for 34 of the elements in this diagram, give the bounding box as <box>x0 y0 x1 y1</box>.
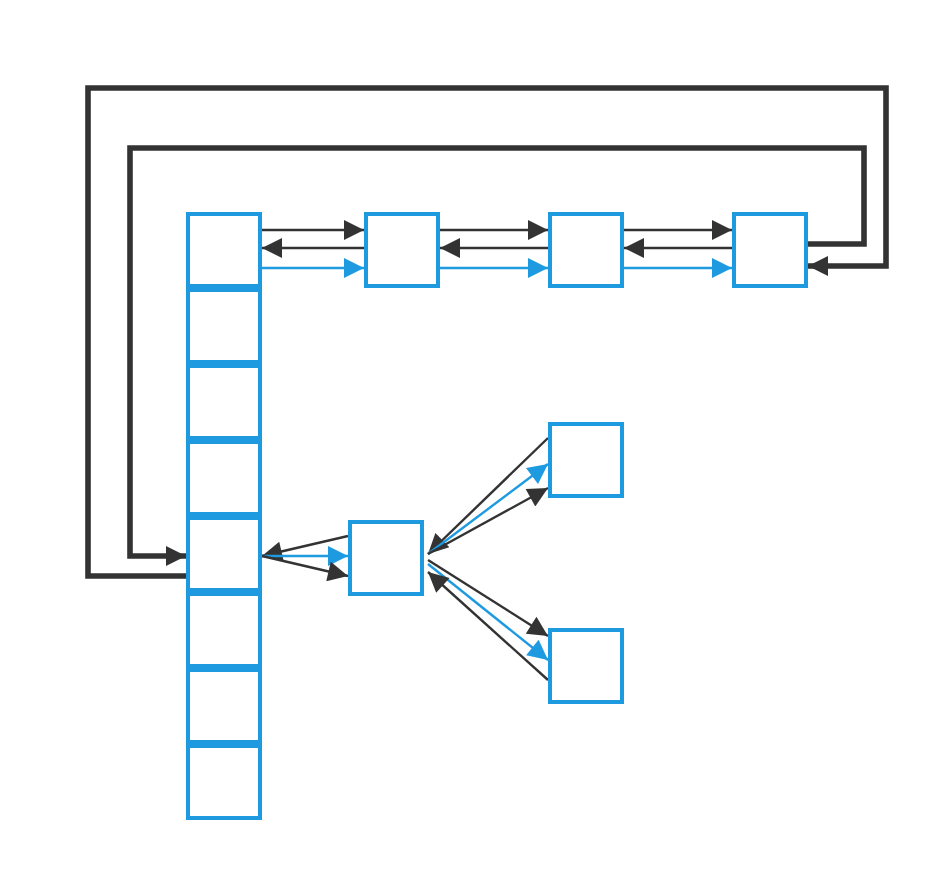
array-cell <box>548 422 624 498</box>
array-cell <box>186 440 262 516</box>
array-cell <box>364 212 440 288</box>
arrow <box>127 145 867 566</box>
arrow <box>262 258 364 278</box>
arrow <box>624 258 732 278</box>
arrow <box>440 258 548 278</box>
arrow <box>427 571 549 681</box>
arrow <box>261 534 349 562</box>
arrow <box>427 559 549 637</box>
array-cell <box>732 212 808 288</box>
array-cell <box>548 212 624 288</box>
array-cell <box>186 744 262 820</box>
arrow <box>624 220 732 240</box>
array-cell <box>186 668 262 744</box>
arrow <box>427 437 549 555</box>
arrow <box>440 220 548 240</box>
array-cell <box>348 520 424 596</box>
array-cell <box>186 288 262 364</box>
array-cell <box>186 592 262 668</box>
array-cell <box>186 212 262 288</box>
arrow <box>624 238 732 258</box>
array-cell <box>548 628 624 704</box>
arrow <box>262 238 364 258</box>
array-cell <box>186 516 262 592</box>
arrow <box>427 486 549 556</box>
arrow <box>261 554 349 582</box>
arrow <box>262 546 348 566</box>
arrow <box>262 220 364 240</box>
array-cell <box>186 364 262 440</box>
arrow <box>85 85 889 579</box>
arrow <box>427 563 549 661</box>
arrow <box>427 463 549 555</box>
arrow <box>440 238 548 258</box>
